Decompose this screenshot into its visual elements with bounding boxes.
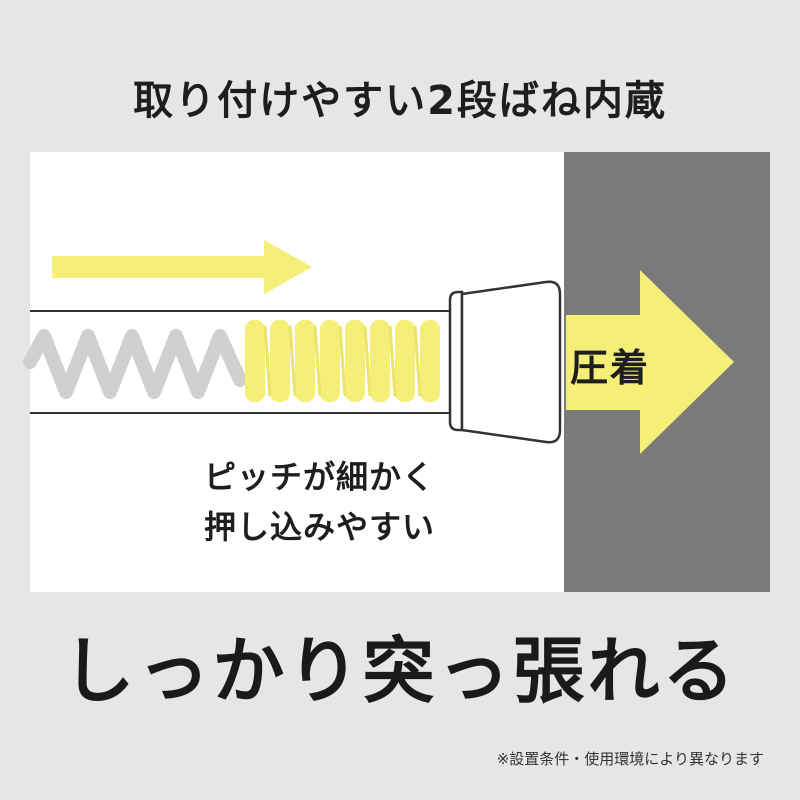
caption-line-1: ピッチが細かく	[204, 458, 436, 496]
end-cap	[448, 280, 562, 444]
press-arrow-icon	[566, 270, 734, 454]
fine-spring	[245, 320, 440, 402]
fine-spring-coils	[263, 325, 422, 397]
disclaimer-note: ※設置条件・使用環境により異なります	[496, 750, 764, 768]
page-title: 取り付けやすい2段ばね内蔵	[133, 78, 667, 124]
press-label: 圧着	[570, 346, 651, 390]
headline: しっかり突っ張れる	[62, 629, 738, 713]
caption-line-2: 押し込みやすい	[204, 508, 436, 546]
rod	[30, 310, 452, 414]
right-arrow-icon	[52, 240, 312, 294]
coarse-spring	[23, 329, 247, 399]
diagram-caption: ピッチが細かく 押し込みやすい	[204, 452, 524, 552]
